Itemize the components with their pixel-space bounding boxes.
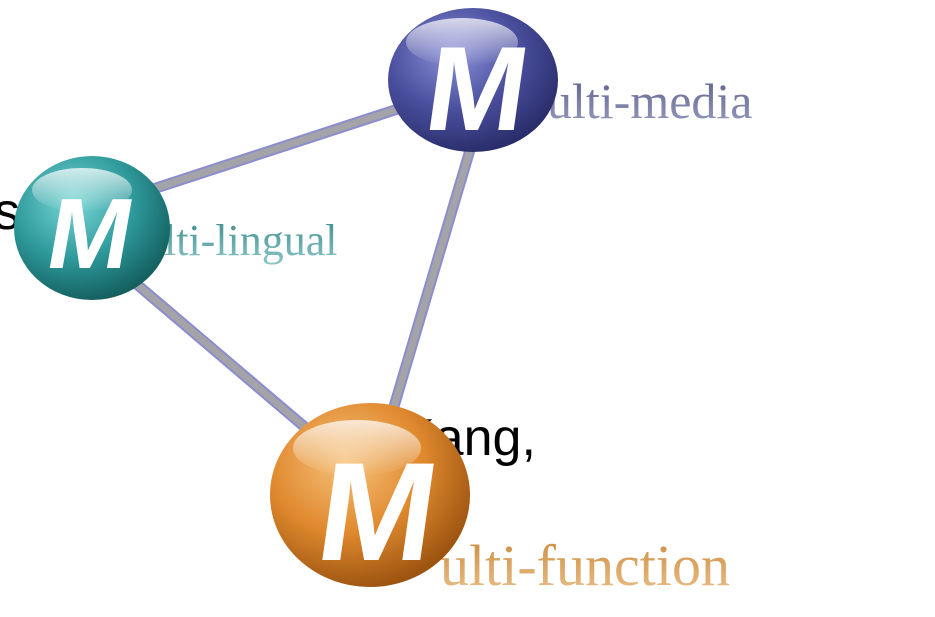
node-multi-lingual: ulti-lingual M — [14, 156, 338, 300]
multi-media-word: ulti-media — [547, 73, 753, 129]
multi-function-word: ulti-function — [440, 533, 730, 598]
multi-lingual-word: ulti-lingual — [142, 216, 338, 265]
connectors — [114, 99, 476, 446]
multi-media-gloss — [406, 18, 518, 66]
connector-lingual-media-core — [146, 101, 414, 194]
multi-lingual-letter: M — [39, 179, 142, 290]
multi-lingual-gloss — [32, 168, 132, 212]
multi-media-letter: M — [418, 22, 537, 156]
node-multi-media: ulti-media M — [388, 8, 753, 156]
connector-media-function-core — [386, 146, 474, 424]
connector-lingual-function-core — [116, 266, 324, 444]
multi-function-gloss — [293, 420, 421, 476]
multi-function-letter: M — [309, 434, 448, 590]
node-multi-function: ulti-function M — [270, 403, 730, 598]
